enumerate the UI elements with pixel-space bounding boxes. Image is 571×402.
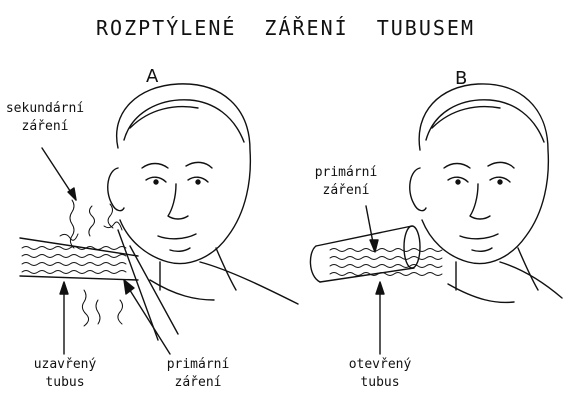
open-tube-shape: [310, 226, 420, 282]
panel-a-primary-waves: [22, 247, 126, 274]
closed-tube-arrow: [60, 282, 68, 354]
panel-a-primary-line-1: primární: [158, 356, 238, 374]
panel-a-primary-arrow: [124, 280, 170, 354]
panel-b-primary-radiation-label: primární záření: [306, 164, 386, 200]
secondary-radiation-line-1: sekundární: [4, 100, 86, 118]
panel-a-primary-radiation-label: primární záření: [158, 356, 238, 392]
secondary-radiation-label: sekundární záření: [4, 100, 86, 136]
panel-b-primary-line-1: primární: [306, 164, 386, 182]
open-tube-line-2: tubus: [340, 374, 420, 392]
open-tube-arrow: [376, 282, 384, 354]
panel-b-head-illustration: [410, 84, 562, 303]
closed-tube-line-1: uzavřený: [30, 356, 100, 374]
panel-b-primary-waves: [330, 249, 442, 276]
open-tube-label: otevřený tubus: [340, 356, 420, 392]
panel-a-head-illustration: [108, 84, 298, 304]
closed-tube-label: uzavřený tubus: [30, 356, 100, 392]
secondary-radiation-arrow: [42, 148, 76, 200]
panel-a-primary-line-2: záření: [158, 374, 238, 392]
panel-b-primary-line-2: záření: [306, 182, 386, 200]
panel-b-primary-arrow: [366, 206, 378, 252]
open-tube-line-1: otevřený: [340, 356, 420, 374]
secondary-radiation-line-2: záření: [4, 118, 86, 136]
closed-tube-line-2: tubus: [30, 374, 100, 392]
